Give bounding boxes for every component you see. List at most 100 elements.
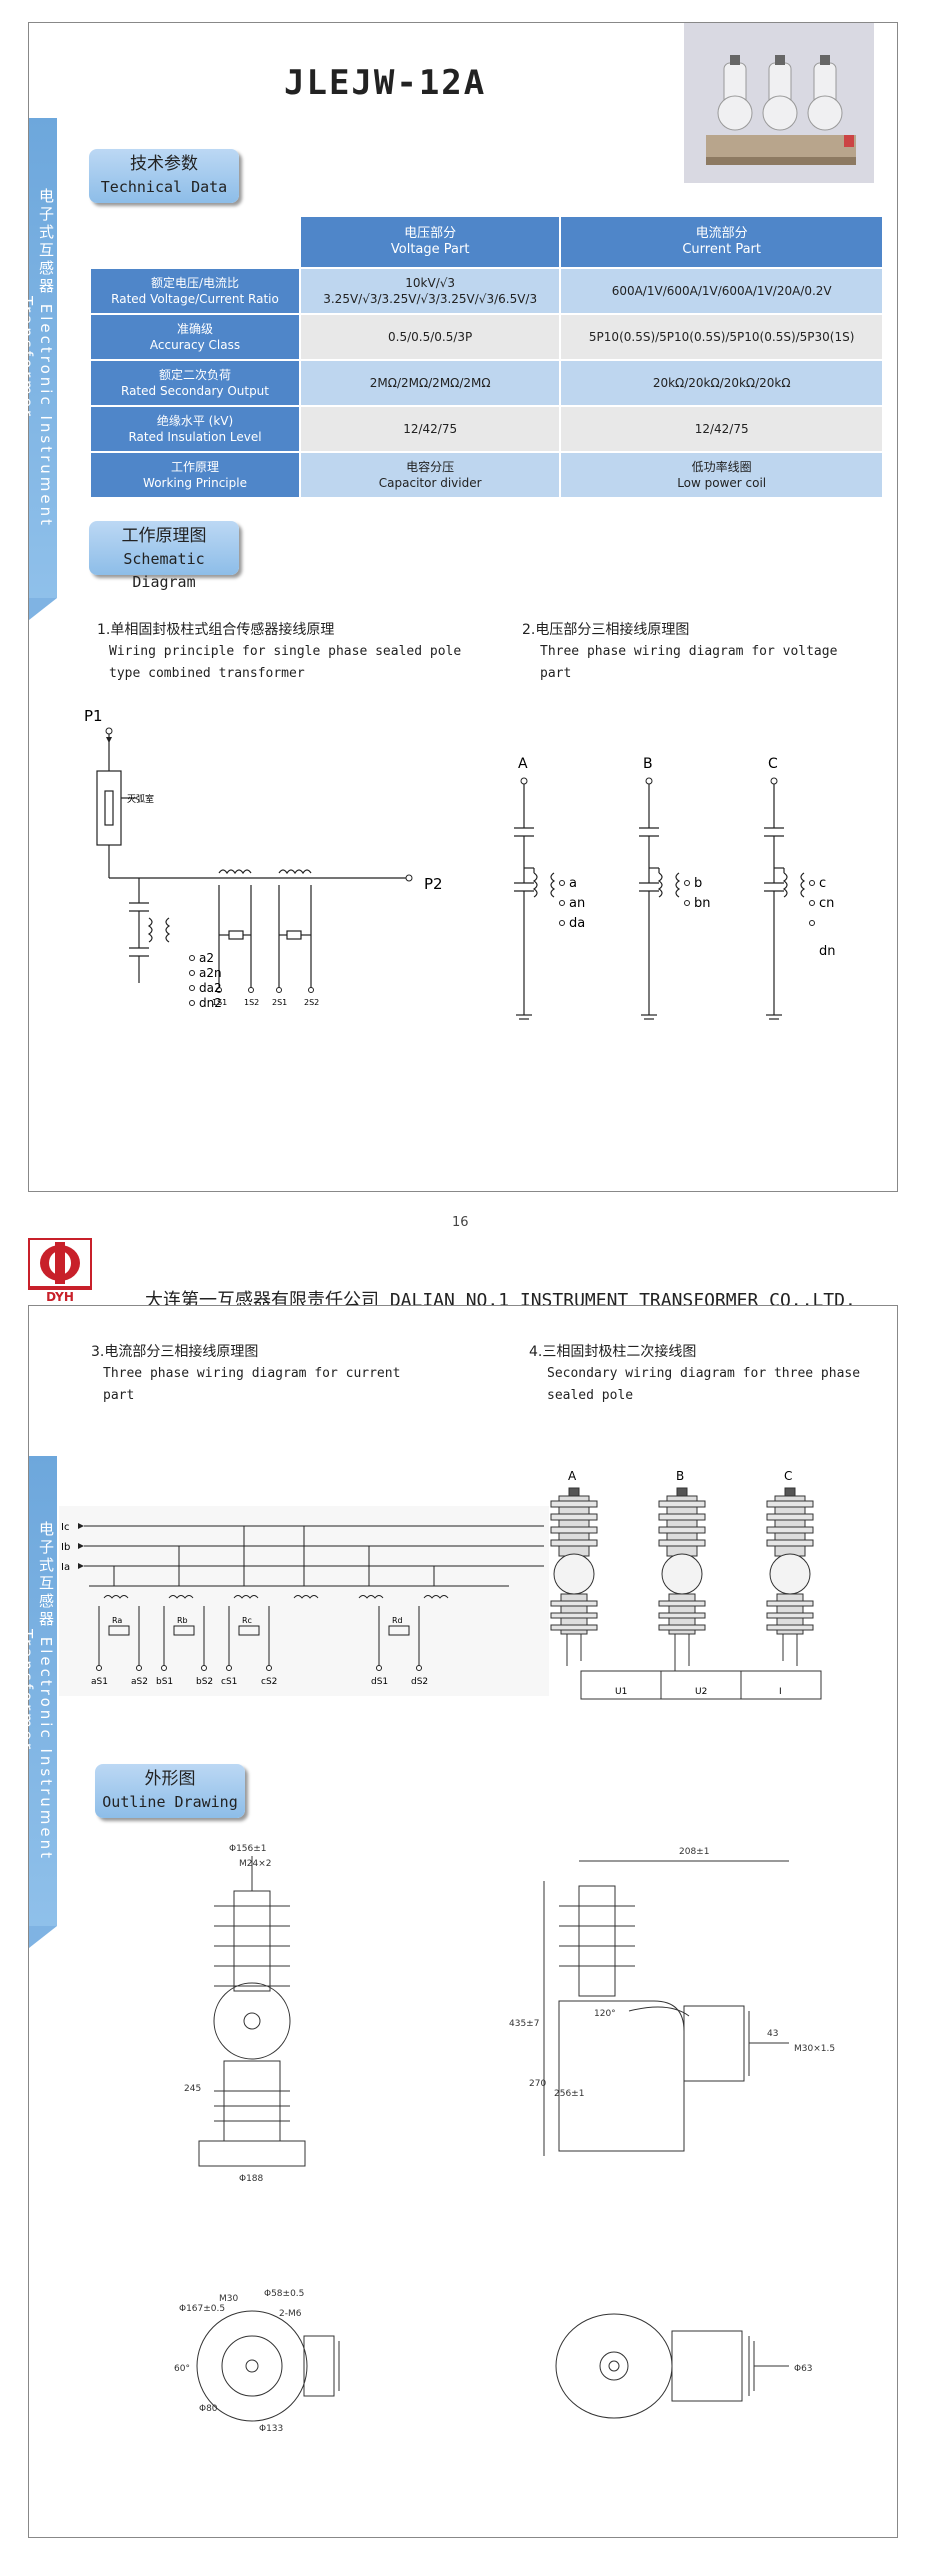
caption-en: part bbox=[103, 1388, 135, 1403]
row-header-cn: 工作原理 bbox=[170, 460, 219, 474]
table-cell: 低功率线圈 Low power coil bbox=[559, 451, 884, 499]
table-cell: 600A/1V/600A/1V/600A/1V/20A/0.2V bbox=[559, 267, 884, 315]
output-label: dn bbox=[819, 944, 836, 959]
phase-b-label: B bbox=[643, 756, 653, 772]
box-u1-label: U1 bbox=[615, 1687, 627, 1697]
table-cell: 0.5/0.5/0.5/3P bbox=[298, 313, 562, 361]
output-label: b bbox=[694, 876, 702, 891]
dim-label: Φ80 bbox=[199, 2404, 218, 2414]
terminal-label: cS1 bbox=[221, 1677, 237, 1687]
cell-line: 低功率线圈 bbox=[691, 460, 752, 474]
row-header-en: Accuracy Class bbox=[149, 338, 241, 352]
caption-cn: 3.电流部分三相接线原理图 bbox=[91, 1344, 259, 1360]
phase-a-label: A bbox=[568, 1469, 577, 1483]
caption-en: Three phase wiring diagram for current bbox=[103, 1366, 401, 1381]
output-label: bn bbox=[694, 896, 711, 911]
caption-en: Secondary wiring diagram for three phase bbox=[547, 1366, 861, 1381]
header-en: Current Part bbox=[682, 242, 761, 257]
dim-label: M30 bbox=[219, 2294, 238, 2304]
caption-en: type combined transformer bbox=[109, 666, 305, 681]
dim-label: Φ63 bbox=[794, 2364, 813, 2374]
table-cell: 12/42/75 bbox=[559, 405, 884, 453]
dim-label: 2-M6 bbox=[279, 2309, 302, 2319]
schematic-label-en: Schematic Diagram bbox=[123, 550, 205, 591]
line-ib-label: Ib bbox=[61, 1542, 70, 1553]
cell-line: Capacitor divider bbox=[378, 476, 482, 490]
cell-line: 10kV/√3 bbox=[405, 276, 456, 290]
product-photo bbox=[684, 23, 874, 183]
terminal-label: cS2 bbox=[261, 1677, 277, 1687]
row-header-en: Working Principle bbox=[143, 476, 247, 490]
dyh-logo: DYH bbox=[28, 1238, 92, 1304]
box-u2-label: U2 bbox=[695, 1687, 707, 1697]
table-cell: 5P10(0.5S)/5P10(0.5S)/5P10(0.5S)/5P30(1S… bbox=[559, 313, 884, 361]
schematic-label-cn: 工作原理图 bbox=[121, 526, 207, 546]
output-label: cn bbox=[819, 896, 834, 911]
dim-label: Φ133 bbox=[259, 2424, 283, 2434]
terminal-label: aS2 bbox=[131, 1677, 148, 1687]
caption-cn: 4.三相固封极柱二次接线图 bbox=[529, 1344, 697, 1360]
load-label: Ra bbox=[112, 1616, 122, 1625]
side-category-tab: 电子式互感器 Electronic Instrument Transformer bbox=[18, 118, 57, 620]
row-header-cn: 额定二次负荷 bbox=[158, 368, 231, 382]
cell-line: Low power coil bbox=[677, 476, 767, 490]
terminal-label: 1S2 bbox=[244, 998, 259, 1007]
product-photo-drawing bbox=[684, 23, 874, 183]
p2-label: P2 bbox=[424, 875, 443, 893]
dim-label: 60° bbox=[174, 2364, 190, 2374]
side-category-tab: 电子式互感器 Electronic Instrument Transformer bbox=[18, 1456, 57, 1948]
table-corner bbox=[90, 216, 300, 268]
phase-c-label: C bbox=[784, 1469, 792, 1483]
load-label: Rc bbox=[242, 1616, 252, 1625]
terminal-label: 2S2 bbox=[304, 998, 319, 1007]
p1-label: P1 bbox=[84, 707, 103, 725]
dim-label: M24×2 bbox=[239, 1859, 271, 1869]
header-cn: 电流部分 bbox=[695, 226, 748, 241]
schematic-diagram-label: 工作原理图 Schematic Diagram bbox=[89, 521, 239, 591]
output-label: an bbox=[569, 896, 585, 911]
caption-en: Three phase wiring diagram for voltage bbox=[540, 644, 838, 659]
product-title: JLEJW-12A bbox=[284, 63, 487, 103]
da2-label: da2 bbox=[199, 981, 222, 995]
dim-label: 43 bbox=[767, 2029, 778, 2039]
outline-drawings: Φ156±1 M24×2 208±1 43 M30×1.5 120° 435±7… bbox=[174, 1844, 835, 2434]
header-en: Voltage Part bbox=[390, 242, 470, 257]
box-i-label: I bbox=[779, 1687, 782, 1697]
technical-data-label-cn: 技术参数 bbox=[130, 154, 198, 174]
dim-label: 208±1 bbox=[679, 1847, 709, 1857]
outline-drawing-label: 外形图 Outline Drawing bbox=[95, 1764, 245, 1818]
load-label: Rb bbox=[177, 1616, 188, 1625]
row-header: 额定电压/电流比 Rated Voltage/Current Ratio bbox=[89, 267, 301, 315]
table-row: 绝缘水平 (kV)Rated Insulation Level 12/42/75… bbox=[89, 405, 884, 453]
header-cn: 电压部分 bbox=[404, 226, 457, 241]
dim-label: 435±7 bbox=[509, 2019, 539, 2029]
dim-label: Φ156±1 bbox=[229, 1844, 267, 1854]
caption-cn: 2.电压部分三相接线原理图 bbox=[522, 622, 690, 638]
catalog-page-2: 电子式互感器 Electronic Instrument Transformer… bbox=[18, 1305, 898, 2538]
secondary-wiring-diagram: A B C U1 U2 I bbox=[550, 1469, 822, 1700]
dim-label: 270 bbox=[529, 2079, 546, 2089]
table-cell: 2MΩ/2MΩ/2MΩ/2MΩ bbox=[298, 359, 562, 407]
single-phase-wiring-diagram: P1 P2 灭弧室 a2 a2n da2 dn2 1S1 1S2 2S1 2S2 bbox=[84, 707, 443, 1010]
output-label: c bbox=[819, 876, 826, 891]
row-header-cn: 额定电压/电流比 bbox=[150, 276, 240, 290]
diagram-2-caption: 2.电压部分三相接线原理图 Three phase wiring diagram… bbox=[522, 619, 837, 685]
terminal-label: 2S1 bbox=[272, 998, 287, 1007]
a2n-label: a2n bbox=[199, 966, 222, 980]
table-cell: 12/42/75 bbox=[298, 405, 562, 453]
row-header-en: Rated Voltage/Current Ratio bbox=[111, 292, 279, 306]
diagram-3-caption: 3.电流部分三相接线原理图 Three phase wiring diagram… bbox=[91, 1341, 400, 1407]
logo-text: DYH bbox=[46, 1290, 74, 1304]
voltage-three-phase-diagram: A B C a an da b bn c cn dn bbox=[514, 756, 836, 1020]
row-header-cn: 绝缘水平 (kV) bbox=[156, 414, 234, 428]
dim-label: 245 bbox=[184, 2084, 201, 2094]
caption-en: sealed pole bbox=[547, 1388, 634, 1403]
terminal-label: dS1 bbox=[371, 1677, 388, 1687]
dim-label: Φ58±0.5 bbox=[264, 2289, 304, 2299]
